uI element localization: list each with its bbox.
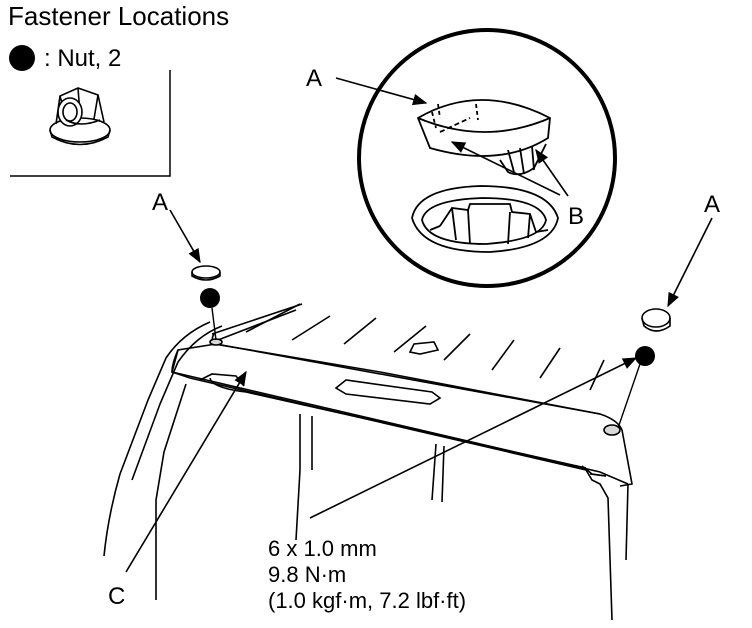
torque-spec: 6 x 1.0 mm 9.8 N·m (1.0 kgf·m, 7.2 lbf·f… (268, 536, 466, 613)
right-nut-symbol (635, 346, 655, 366)
left-fastener (191, 265, 221, 341)
nut-symbol-icon (9, 45, 35, 71)
torque-spec-size: 6 x 1.0 mm (268, 536, 377, 561)
right-fastener (617, 308, 671, 429)
clip-detail-view (357, 28, 617, 288)
clip-mounting-hole (411, 185, 559, 253)
callout-a-right: A (704, 191, 720, 218)
torque-spec-nm: 9.8 N·m (268, 562, 346, 587)
flange-nut-icon (49, 87, 111, 146)
legend-text: : Nut, 2 (44, 45, 121, 72)
diagram-title: Fastener Locations (8, 1, 229, 31)
callout-a-left: A (152, 189, 168, 216)
callout-c: C (108, 583, 125, 610)
callout-a-detail: A (306, 65, 322, 92)
callout-b: B (568, 203, 584, 230)
legend-box: : Nut, 2 (9, 45, 171, 177)
left-nut-symbol (200, 288, 220, 308)
vehicle-roof-illustration (103, 303, 633, 621)
torque-spec-alt: (1.0 kgf·m, 7.2 lbf·ft) (268, 588, 466, 613)
